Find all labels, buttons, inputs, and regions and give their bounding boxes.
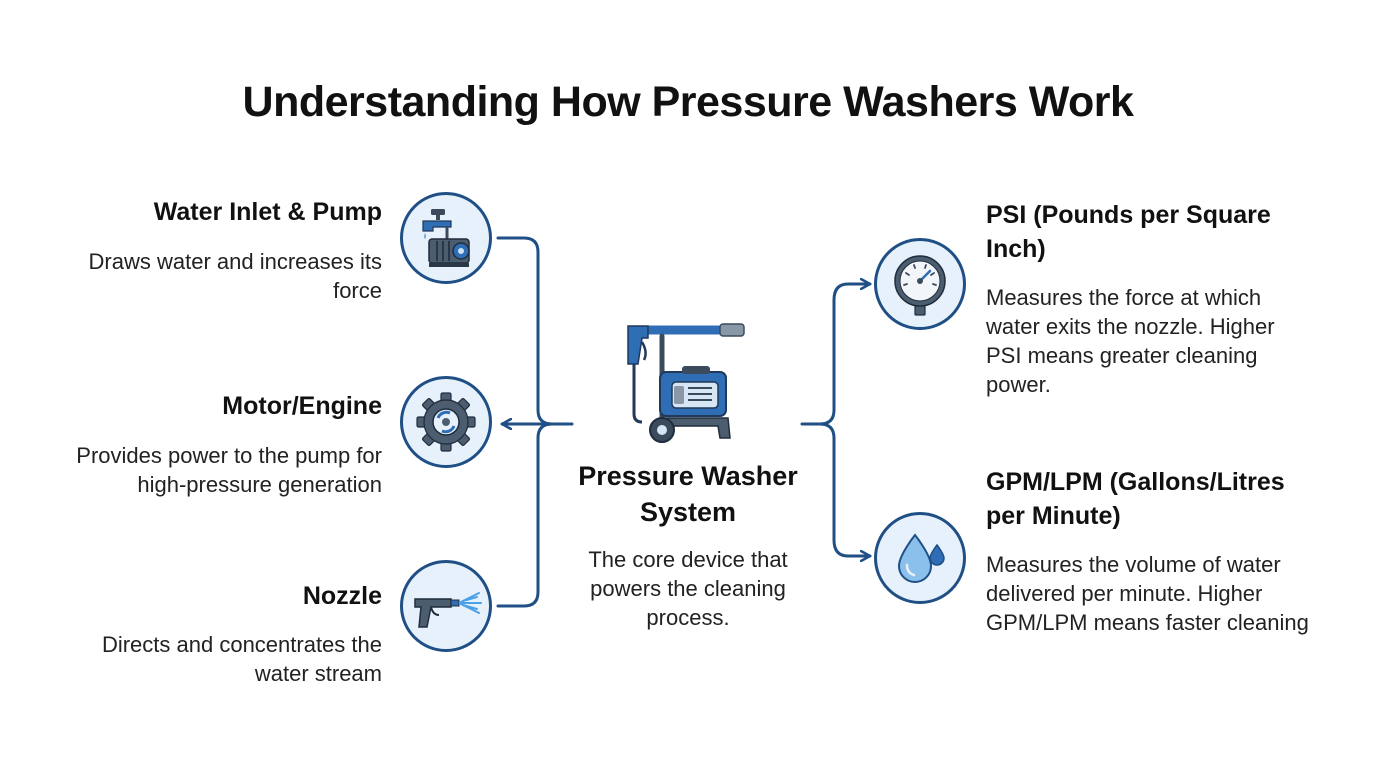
motor-description: Provides power to the pump for high-pres… (76, 443, 382, 497)
page-title: Understanding How Pressure Washers Work (242, 78, 1134, 126)
connector-nozzle (496, 422, 554, 608)
gpm-description: Measures the volume of water delivered p… (986, 552, 1309, 635)
connector-center-right (800, 408, 836, 426)
pressure-washer-icon (627, 323, 745, 443)
pump-heading: Water Inlet & Pump (153, 198, 382, 226)
center-description: The core device that powers the cleaning… (588, 547, 788, 630)
center-heading: Pressure Washer System (578, 461, 798, 527)
spray-gun-icon (414, 592, 482, 628)
psi-heading: PSI (Pounds per Square Inch) (986, 201, 1271, 263)
faucet-pump-icon (422, 209, 470, 267)
motor-icon-circle (400, 376, 492, 468)
pump-description: Draws water and increases its force (88, 249, 382, 303)
nozzle-icon-circle (400, 560, 492, 652)
nozzle-heading: Nozzle (302, 582, 382, 610)
gpm-heading: GPM/LPM (Gallons/Litres per Minute) (986, 468, 1285, 530)
connector-gpm (832, 436, 872, 556)
psi-icon-circle (874, 238, 966, 330)
connector-pump (496, 236, 574, 426)
nozzle-description: Directs and concentrates the water strea… (101, 632, 382, 686)
gear-icon (416, 392, 476, 452)
motor-heading: Motor/Engine (222, 392, 382, 420)
gpm-icon-circle (874, 512, 966, 604)
psi-description: Measures the force at which water exits … (986, 285, 1275, 397)
pump-icon-circle (400, 192, 492, 284)
pressure-gauge-icon (894, 255, 946, 316)
water-drop-icon (897, 533, 945, 583)
connector-psi (832, 284, 872, 412)
